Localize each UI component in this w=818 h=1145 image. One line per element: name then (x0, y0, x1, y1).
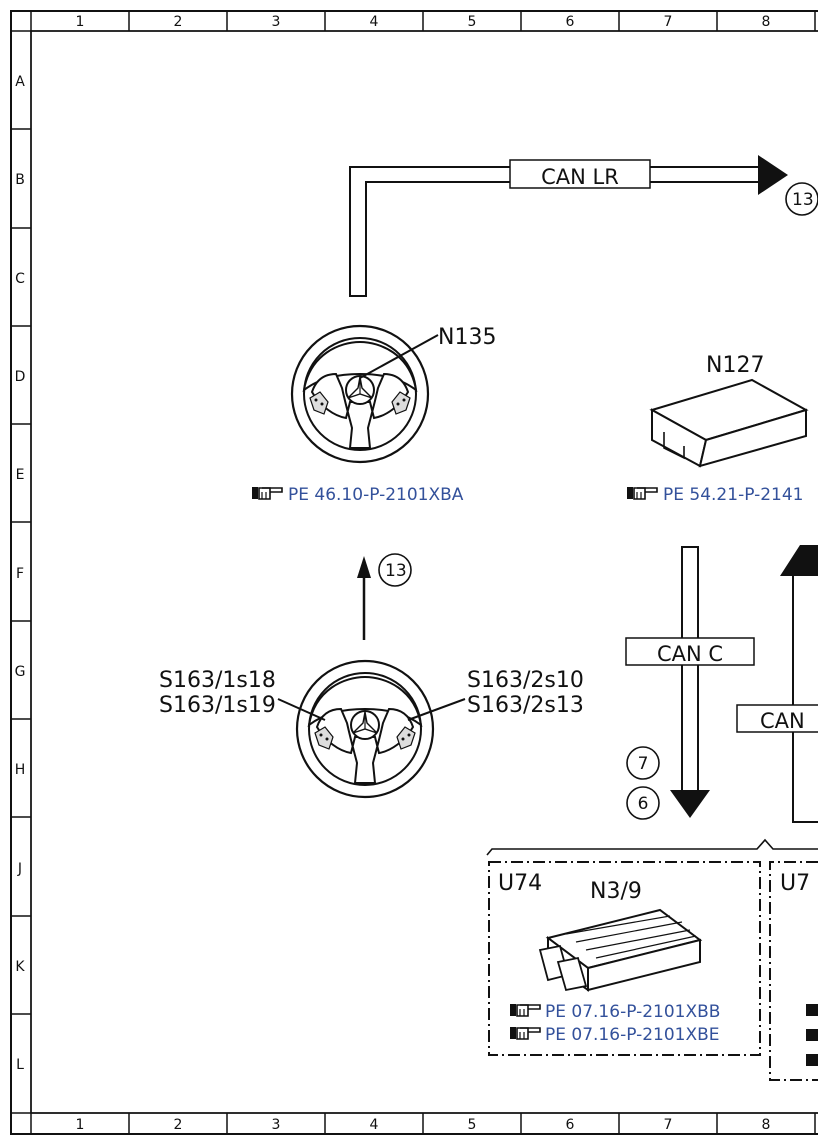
svg-text:13: 13 (385, 561, 407, 581)
col-label: 2 (174, 14, 183, 30)
pointing-hand-icon (509, 1003, 541, 1017)
can-label-partial: CAN (760, 709, 805, 733)
can-bus-partial: CAN (736, 545, 818, 823)
column-labels-bottom: 1 2 3 4 5 6 7 8 (76, 1117, 771, 1133)
callout-13-mid: 13 (378, 553, 412, 587)
steering-wheel-n135-icon (290, 324, 430, 464)
can-lr-bus: CAN LR (349, 155, 788, 297)
col-label: 6 (566, 14, 575, 30)
can-c-label: CAN C (657, 642, 723, 666)
row-label: G (15, 664, 26, 680)
col-label: 4 (370, 14, 379, 30)
row-label: L (16, 1057, 24, 1073)
column-ticks (128, 11, 816, 1134)
row-label: A (15, 74, 25, 90)
row-label: J (17, 861, 22, 877)
col-label: 7 (664, 1117, 673, 1133)
leader-line (277, 698, 326, 721)
reference-link-n3-9-b[interactable]: PE 07.16-P-2101XBE (545, 1025, 720, 1045)
reference-link-n127[interactable]: PE 54.21-P-2141 (663, 485, 803, 505)
col-label: 8 (762, 14, 771, 30)
row-ticks (11, 128, 31, 1015)
row-label: F (16, 566, 24, 582)
module-u7-partial: U7 (780, 871, 810, 896)
reference-link-n135[interactable]: PE 46.10-P-2101XBA (288, 485, 464, 505)
leader-line (407, 698, 466, 721)
drawing-frame (10, 10, 818, 1135)
pointing-hand-icon (251, 486, 283, 500)
col-label: 8 (762, 1117, 771, 1133)
col-label: 4 (370, 1117, 379, 1133)
col-label: 5 (468, 1117, 477, 1133)
pointing-hand-icon (509, 1026, 541, 1040)
col-label: 2 (174, 1117, 183, 1133)
arrow-up-icon (357, 556, 371, 640)
u7-module-boundary (769, 861, 818, 1081)
steering-wheel-s163-icon (295, 659, 435, 799)
component-s163-2s13: S163/2s13 (467, 693, 584, 718)
pointing-hand-icon (806, 1054, 818, 1066)
component-s163-1s19: S163/1s19 (159, 693, 276, 718)
control-unit-n127-icon (649, 378, 809, 468)
col-label: 3 (272, 1117, 281, 1133)
component-s163-2s10: S163/2s10 (467, 668, 584, 693)
can-c-bus: CAN C (625, 546, 755, 818)
reference-link-n3-9-a[interactable]: PE 07.16-P-2101XBB (545, 1002, 720, 1022)
can-c-label-box (625, 637, 755, 666)
pointing-hand-icon (626, 486, 658, 500)
row-label: D (15, 369, 26, 385)
group-bracket (486, 838, 818, 856)
column-labels-top: 1 2 3 4 5 6 7 8 (76, 14, 771, 30)
component-n3-9: N3/9 (590, 879, 642, 904)
component-n127: N127 (706, 353, 764, 378)
module-u74: U74 (498, 871, 542, 896)
pointing-hand-icon (806, 1029, 818, 1041)
col-label: 1 (76, 1117, 85, 1133)
callout-7: 7 (626, 746, 660, 780)
callout-6: 6 (626, 786, 660, 820)
col-label: 5 (468, 14, 477, 30)
leader-line (359, 334, 439, 379)
row-label: B (15, 172, 25, 188)
arrow-up-icon (780, 545, 818, 576)
col-label: 1 (76, 14, 85, 30)
can-label-box (736, 704, 818, 733)
row-labels: A B C D E F G H J K L (15, 74, 26, 1073)
row-label: H (15, 762, 26, 778)
engine-control-unit-n3-9-icon (538, 908, 703, 992)
component-s163-1s18: S163/1s18 (159, 668, 276, 693)
row-label: K (15, 959, 25, 975)
u74-module-boundary (488, 861, 761, 1056)
callout-13-top: 13 (785, 182, 818, 216)
pointing-hand-icon (806, 1004, 818, 1016)
svg-text:6: 6 (638, 794, 649, 814)
arrow-right-icon (758, 155, 788, 195)
can-lr-label-box (509, 159, 651, 189)
row-label: C (15, 271, 25, 287)
svg-text:7: 7 (638, 754, 649, 774)
svg-text:13: 13 (792, 190, 814, 210)
arrow-down-icon (670, 790, 710, 818)
col-label: 7 (664, 14, 673, 30)
can-lr-label: CAN LR (541, 165, 619, 189)
component-n135: N135 (438, 325, 496, 350)
col-label: 6 (566, 1117, 575, 1133)
row-label: E (16, 467, 25, 483)
col-label: 3 (272, 14, 281, 30)
